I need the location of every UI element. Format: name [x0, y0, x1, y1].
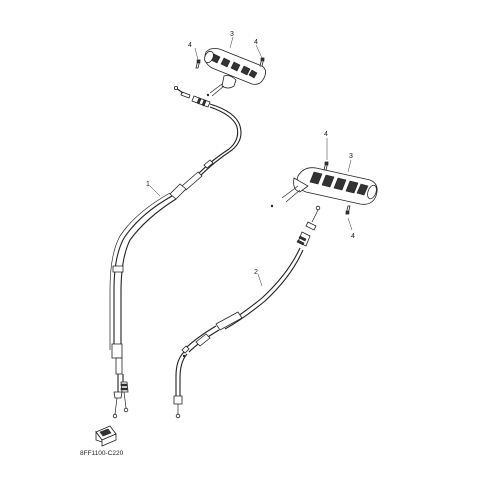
grip-right [270, 167, 378, 208]
catalog-code: 8FF1100-C220 [80, 450, 124, 457]
grip-upper [204, 48, 266, 97]
throttle-cable-1 [109, 86, 242, 419]
orientation-arrow-icon [95, 425, 117, 447]
screw-upper-right [255, 44, 265, 67]
callout-1: 1 [146, 181, 150, 188]
callout-2: 2 [254, 269, 258, 276]
callout-4-right-lower: 4 [351, 233, 355, 240]
callout-4-upper-left: 4 [188, 42, 192, 49]
callout-4-upper-right: 4 [254, 39, 258, 46]
callout-4-right-upper: 4 [324, 131, 328, 138]
screw-right-lower [345, 205, 353, 231]
screw-upper-left [194, 47, 201, 69]
screw-right-upper [323, 138, 329, 171]
callout-3-upper: 3 [230, 31, 234, 38]
throttle-cable-2 [173, 205, 321, 419]
callout-3-right: 3 [349, 153, 353, 160]
